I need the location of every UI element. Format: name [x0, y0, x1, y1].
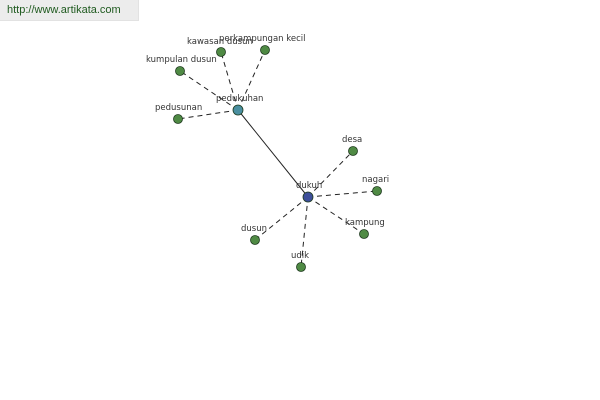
node-udik[interactable]	[296, 262, 306, 272]
node-pedukuhan[interactable]	[232, 104, 244, 116]
node-label-perkampungan-kecil[interactable]: perkampungan kecil	[219, 34, 306, 44]
graph-nodes	[173, 45, 382, 272]
node-desa[interactable]	[348, 146, 358, 156]
edge-pedukuhan-kawasan_dusun	[220, 51, 239, 111]
edge-dukuh-nagari	[307, 190, 378, 198]
node-label-kampung[interactable]: kampung	[345, 218, 385, 228]
node-kumpulan-dusun[interactable]	[175, 66, 185, 76]
edge-pedukuhan-pedusunan	[177, 109, 239, 120]
edge-pedukuhan-perkampungan_kecil	[237, 49, 266, 111]
edge-dukuh-kampung	[307, 196, 365, 235]
site-url-link[interactable]: http://www.artikata.com	[7, 4, 121, 16]
node-kampung[interactable]	[359, 229, 369, 239]
graph-labels: dukuh pedukuhan desa nagari kampung udik dusun…	[146, 34, 389, 261]
node-kawasan-dusun[interactable]	[216, 47, 226, 57]
node-dusun[interactable]	[250, 235, 260, 245]
edge-dukuh-pedukuhan	[237, 109, 309, 198]
node-label-pedukuhan[interactable]: pedukuhan	[216, 94, 263, 104]
node-label-kumpulan-dusun[interactable]: kumpulan dusun	[146, 55, 217, 65]
graph-edges	[177, 49, 378, 268]
node-perkampungan-kecil[interactable]	[260, 45, 270, 55]
node-dukuh[interactable]	[302, 191, 314, 203]
node-label-kawasan-dusun[interactable]: kawasan dusun	[187, 37, 253, 47]
node-label-desa[interactable]: desa	[342, 135, 362, 145]
edge-dukuh-desa	[307, 150, 354, 198]
node-nagari[interactable]	[372, 186, 382, 196]
node-label-nagari[interactable]: nagari	[362, 175, 389, 185]
node-label-dusun[interactable]: dusun	[241, 224, 267, 234]
edge-pedukuhan-kumpulan_dusun	[179, 70, 239, 111]
node-label-udik[interactable]: udik	[291, 251, 309, 261]
node-label-pedusunan[interactable]: pedusunan	[155, 103, 202, 113]
edge-dukuh-udik	[300, 196, 309, 268]
node-label-dukuh[interactable]: dukuh	[296, 181, 322, 191]
site-url-banner: http://www.artikata.com	[0, 0, 139, 21]
edge-dukuh-dusun	[254, 196, 309, 241]
node-pedusunan[interactable]	[173, 114, 183, 124]
